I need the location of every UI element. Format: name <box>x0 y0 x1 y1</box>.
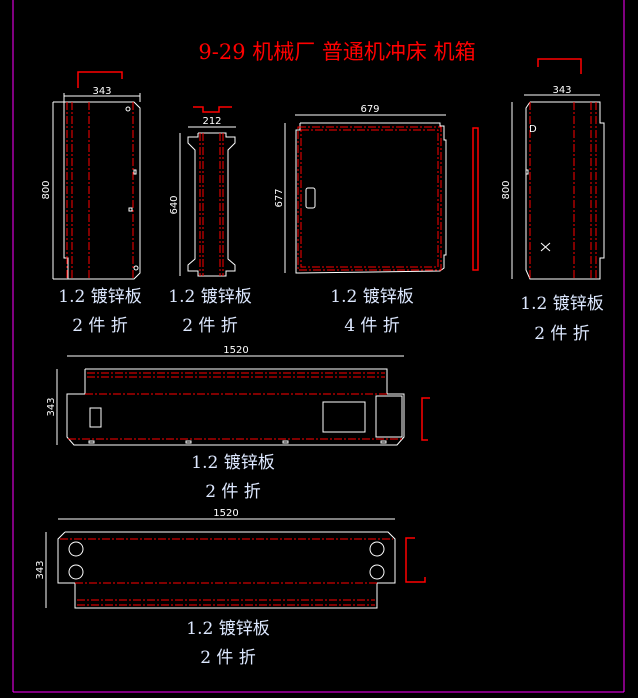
dim-width: 343 <box>552 85 571 96</box>
dim-width: 343 <box>92 86 111 97</box>
sheet-border <box>12 0 625 693</box>
hinge-mark-icon: D <box>529 124 537 135</box>
material-label: 1.2 镀锌板 <box>168 287 251 307</box>
dim-height: 343 <box>46 397 57 416</box>
dim-height: 800 <box>41 180 52 199</box>
material-label: 1.2 镀锌板 <box>58 287 141 307</box>
dim-width: 1520 <box>223 345 248 356</box>
dim-height: 343 <box>35 560 46 579</box>
quantity-label: 2 件 折 <box>200 648 256 668</box>
dim-height: 640 <box>169 195 180 214</box>
quantity-label: 2 件 折 <box>182 316 238 336</box>
material-label: 1.2 镀锌板 <box>330 287 413 307</box>
part-channel: 212 640 1.2 镀锌板 2 件 折 <box>168 106 252 336</box>
quantity-label: 2 件 折 <box>205 482 261 502</box>
quantity-label: 4 件 折 <box>344 316 400 336</box>
material-label: 1.2 镀锌板 <box>186 619 269 639</box>
dim-height: 677 <box>274 188 285 207</box>
part-long-panel-bottom: 1520 343 1.2 镀锌板 2 件 折 <box>35 508 426 668</box>
part-side-panel-right: 343 800 D 1.2 镀锌板 2 件 折 <box>501 58 605 344</box>
quantity-label: 2 件 折 <box>72 316 128 336</box>
material-label: 1.2 镀锌板 <box>520 294 603 314</box>
part-long-panel-top: 1520 343 1.2 镀锌板 2 件 折 <box>46 345 430 502</box>
part-side-panel-left: 343 800 1.2 镀锌板 2 件 折 <box>41 71 142 336</box>
dim-height: 800 <box>501 180 512 199</box>
material-label: 1.2 镀锌板 <box>191 453 274 473</box>
dim-width: 1520 <box>213 508 238 519</box>
quantity-label: 2 件 折 <box>534 324 590 344</box>
part-door-panel: 679 677 1.2 镀锌板 4 件 折 <box>274 104 479 336</box>
dim-width: 679 <box>360 104 379 115</box>
dim-width: 212 <box>202 116 221 127</box>
drawing-title: 9-29 机械厂 普通机冲床 机箱 <box>198 40 475 64</box>
